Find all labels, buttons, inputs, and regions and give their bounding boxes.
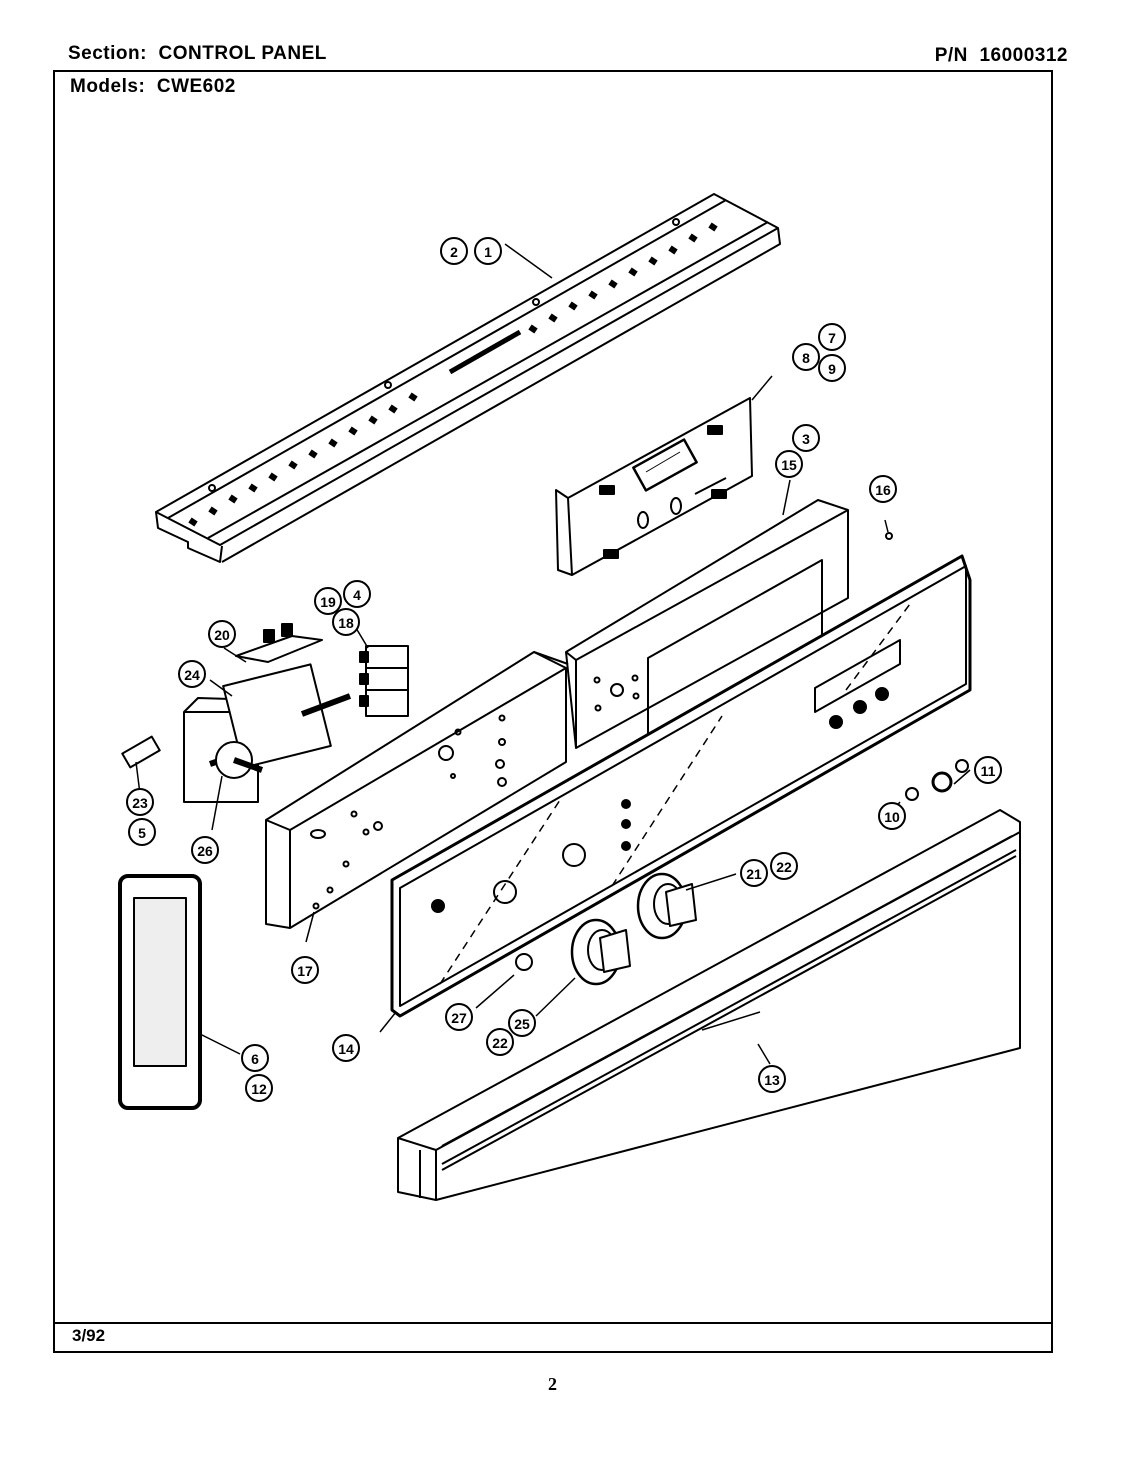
callout-24-circle [178,660,206,688]
callout-4: 4 [353,587,361,603]
models-value: CWE602 [156,76,236,97]
screw-part [884,519,893,540]
callout-22b-circle [486,1028,514,1056]
section-label: Section: [68,43,147,64]
terminal-block-part [355,627,409,717]
callout-6-circle [241,1044,269,1072]
callout-21-circle [740,859,768,887]
callout-19: 19 [320,594,336,610]
pn-label: P/N [934,45,968,66]
callout-1: 1 [484,244,492,260]
callout-22-circle [770,852,798,880]
callout-9-circle [818,354,846,382]
callout-11: 11 [981,763,996,779]
callout-13: 13 [764,1072,780,1088]
callout-12-circle [245,1074,273,1102]
callout-16-circle [869,475,897,503]
callout-14-circle [332,1034,360,1062]
panel-housing-part [265,651,569,943]
callout-16: 16 [875,482,891,498]
callout-17: 17 [297,963,313,979]
pn-value: 16000312 [979,45,1068,66]
front-overlay-part [379,554,972,1033]
callout-15: 15 [781,457,797,473]
callout-23: 23 [132,795,148,811]
callout-5: 5 [138,825,146,841]
callout-9: 9 [828,361,836,377]
bottom-trim-part [397,809,1021,1201]
callout-5-circle [128,818,156,846]
section-value: CONTROL PANEL [158,43,327,64]
callout-6: 6 [251,1051,259,1067]
callout-22: 22 [776,859,792,875]
callout-8-circle [792,343,820,371]
callout-17-circle [291,956,319,984]
callout-25: 25 [514,1016,530,1032]
diagram-frame [53,70,1053,1353]
models-label: Models: [70,76,146,97]
callout-24: 24 [184,667,200,683]
callout-21: 21 [746,866,762,882]
callout-7: 7 [828,330,836,346]
clip-part [121,735,161,795]
callout-26: 26 [197,843,213,859]
callout-3: 3 [802,431,810,447]
page-number: 2 [548,1374,557,1394]
callout-14: 14 [338,1041,354,1057]
display-lens-part [118,874,241,1110]
callout-22b: 22 [492,1035,508,1051]
callout-4-circle [343,580,371,608]
callout-13-circle [758,1065,786,1093]
callout-12: 12 [251,1081,267,1097]
switch-assembly-part [183,623,352,831]
revision-date: 3/92 [72,1326,106,1345]
callout-2-circle [440,237,468,265]
callout-10-circle [878,802,906,830]
models-title: Models: CWE602 [70,76,236,98]
callout-7-circle [818,323,846,351]
callout-18-circle [332,608,360,636]
callout-1-circle [474,237,502,265]
callout-18: 18 [338,615,354,631]
callout-15-circle [775,450,803,478]
callout-11-circle [974,756,1002,784]
callout-27: 27 [451,1010,467,1026]
callout-10: 10 [884,809,900,825]
callout-20: 20 [214,627,230,643]
knob-inserts-part [891,759,971,813]
callout-3-circle [792,424,820,452]
top-rail-part [155,193,781,563]
callout-8: 8 [802,350,810,366]
callout-2: 2 [450,244,458,260]
callout-20-circle [208,620,236,648]
footer-divider [53,1322,1053,1324]
callout-27-circle [445,1003,473,1031]
callout-25-circle [508,1009,536,1037]
part-number: P/N 16000312 [935,45,1068,67]
callout-23-circle [126,788,154,816]
clock-module-part [555,375,773,576]
callout-19-circle [314,587,342,615]
callout-26-circle [191,836,219,864]
control-knobs-part [475,872,737,1017]
section-title: Section: CONTROL PANEL [68,43,327,65]
